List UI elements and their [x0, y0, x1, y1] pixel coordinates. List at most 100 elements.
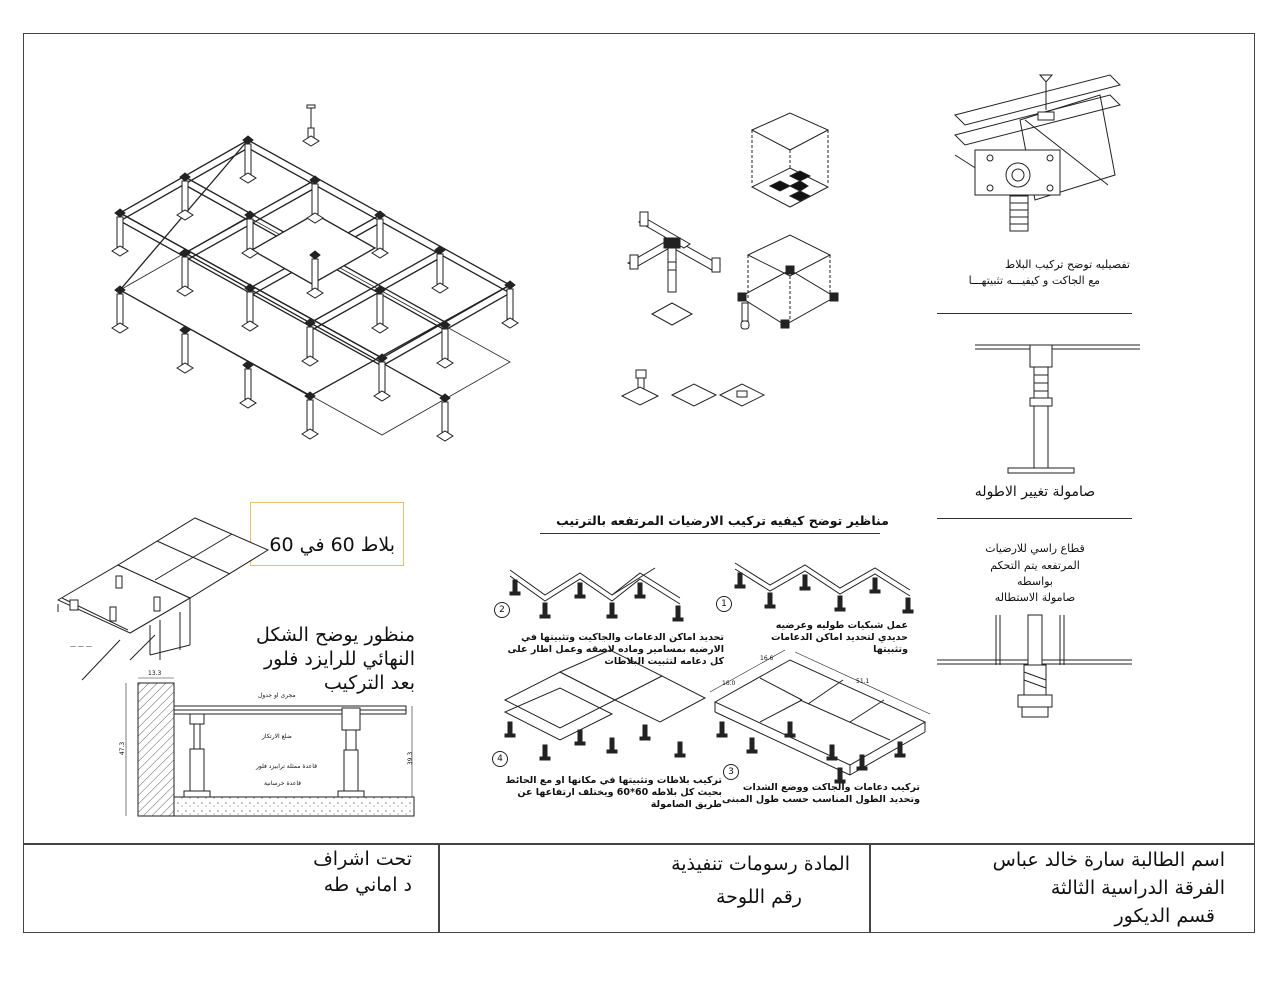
pedestal-base [371, 247, 389, 259]
section-note-2: ضلع الارتكاز [262, 733, 292, 740]
pedestal-head [304, 318, 316, 328]
mini-pedestal [737, 572, 743, 586]
mini-pedestal-base [504, 733, 516, 738]
mini-pedestal [642, 724, 648, 738]
mini-pedestal [837, 767, 843, 781]
section-caption-line1: قطاع راسي للارضيات [985, 542, 1085, 555]
mini-pedestal [905, 597, 911, 611]
pedestal-head [439, 320, 451, 330]
divider-1 [937, 313, 1132, 314]
pedestal-head [309, 175, 321, 185]
mini-pedestal-base [716, 733, 728, 738]
detail-caption-line2: مع الجاكت و كيفيـــه تثبيتهـــا [968, 274, 1100, 287]
drawing-sheet-frame [23, 33, 1255, 933]
supervision-label: تحت اشراف [313, 848, 412, 870]
step-1-text: عمل شبكيات طوليه وعرضيه حديدي لتحديد اما… [771, 620, 908, 655]
section-caption-line3: بواسطه [1017, 575, 1053, 588]
step-2-badge: 2 [494, 602, 510, 618]
pedestal-head [374, 285, 386, 295]
pedestal-base [301, 355, 319, 367]
mini-pedestal-base [574, 594, 586, 599]
pedestal-base [111, 245, 129, 257]
step-4-text: تركيب بلاطات وتثبيتها في مكانها او مع ال… [505, 775, 722, 810]
pedestal-head [434, 245, 446, 255]
pedestal-base [176, 209, 194, 221]
supervisor-name: د اماني طه [323, 874, 412, 896]
pedestal-base [241, 320, 259, 332]
steps-heading: مناظير توضح كيفيه تركيب الارضيات المرتفع… [556, 513, 889, 528]
pedestal-base [301, 428, 319, 440]
title-block-top-rule [23, 843, 1255, 845]
mini-pedestal [859, 754, 865, 768]
pedestal-base [501, 317, 519, 329]
pedestal-head [304, 391, 316, 401]
step-3-text: تركيب دعامات والجاكت ووضع الشدات وتحديد … [722, 782, 920, 805]
divider-2 [937, 518, 1132, 519]
mini-pedestal [512, 579, 518, 593]
tile-label: بلاط 60 في 60 [269, 534, 395, 556]
pedestal-base [176, 285, 194, 297]
pedestal-head [244, 283, 256, 293]
mini-pedestal [677, 741, 683, 755]
pedestal-base [431, 282, 449, 294]
pedestal-base [373, 390, 391, 402]
mini-pedestal-base [606, 614, 618, 619]
mini-pedestal [802, 574, 808, 588]
mini-pedestal [787, 721, 793, 735]
pedestal-head [242, 360, 254, 370]
mini-pedestal [637, 582, 643, 596]
pedestal-base [176, 362, 194, 374]
pedestal-head [504, 280, 516, 290]
department: قسم الديكور [1114, 905, 1215, 927]
mini-pedestal-base [674, 753, 686, 758]
pedestal-base [239, 397, 257, 409]
pedestal-base [436, 357, 454, 369]
mini-pedestal [577, 729, 583, 743]
pedestal-head [114, 208, 126, 218]
mini-pedestal [872, 577, 878, 591]
perspective-note: — — — [70, 643, 92, 650]
pedestal-base [241, 247, 259, 259]
mini-pedestal-base [902, 609, 914, 614]
heading-underline [540, 533, 880, 534]
pedestal-head [244, 210, 256, 220]
mini-pedestal-base [746, 749, 758, 754]
mini-pedestal-base [672, 617, 684, 622]
mini-pedestal-base [639, 736, 651, 741]
dim-a: 16.6 [760, 655, 774, 662]
mini-pedestal [507, 721, 513, 735]
mini-pedestal [897, 741, 903, 755]
student-name: اسم الطالبة سارة خالد عباس [992, 849, 1225, 871]
pedestal-head [439, 393, 451, 403]
mini-pedestal [719, 721, 725, 735]
section-note-3: قاعدة ممثلة ترابيزد فلور [256, 763, 317, 770]
step-3-badge: 3 [723, 764, 739, 780]
pedestal-base [436, 430, 454, 442]
mini-pedestal-base [606, 749, 618, 754]
study-year: الفرقة الدراسية الثالثة [1050, 877, 1225, 899]
step-2-text: تحديد اماكن الدعامات والجاكيت وتثبيتها ف… [507, 632, 724, 667]
mini-pedestal-base [509, 591, 521, 596]
pedestal-base [111, 322, 129, 334]
mini-pedestal [675, 605, 681, 619]
section-note-1: مجرى او جدول [258, 692, 296, 699]
mini-pedestal-base [894, 753, 906, 758]
mini-pedestal [767, 592, 773, 606]
pedestal-head [374, 210, 386, 220]
mini-pedestal-base [856, 766, 868, 771]
mini-pedestal [609, 602, 615, 616]
pedestal-head [179, 325, 191, 335]
perspective-caption-line3: بعد التركيب [323, 672, 415, 694]
perspective-caption-line2: النهائي للرايزد فلور [264, 648, 415, 670]
mini-pedestal-base [784, 733, 796, 738]
mini-pedestal-base [634, 594, 646, 599]
section-note-4: قاعدة خرسانية [264, 780, 302, 787]
section-caption-line2: المرتفعه يتم التحكم [990, 559, 1080, 572]
